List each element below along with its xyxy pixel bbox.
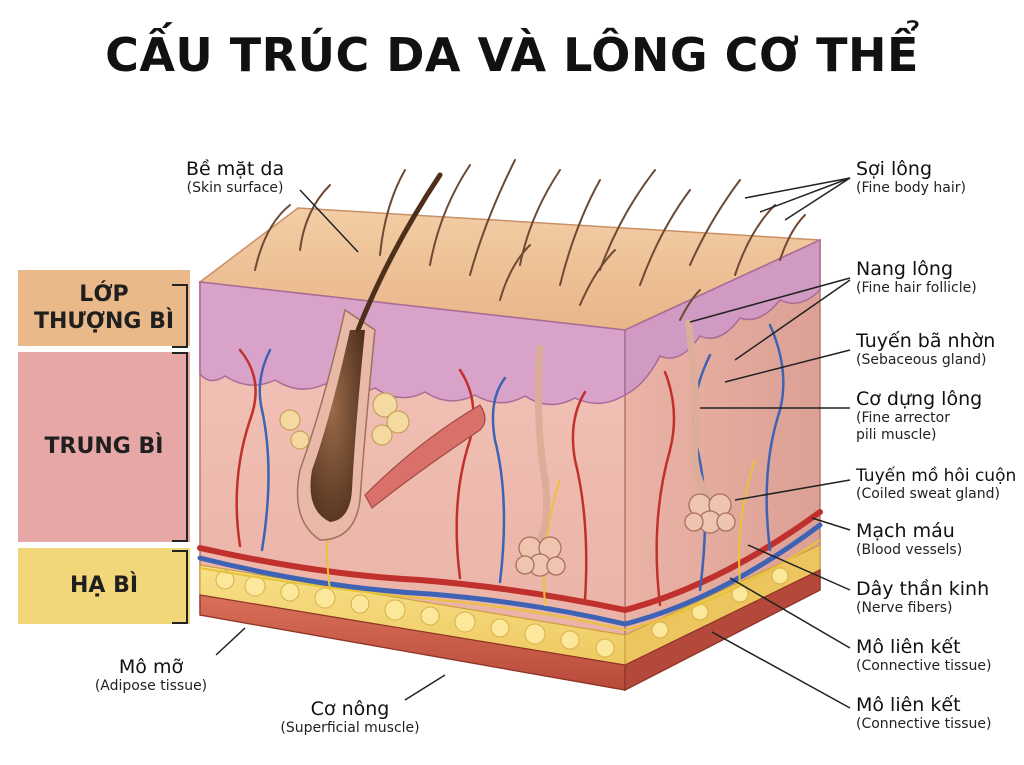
arrector-pili-muscle — [364, 404, 486, 509]
long-hair-strand — [355, 172, 443, 333]
label-adipose-en: (Adipose tissue) — [94, 678, 208, 694]
label-superficial-muscle: Cơ nông (Superficial muscle) — [270, 698, 430, 737]
label-connective-tissue-2: Mô liên kết (Connective tissue) — [856, 694, 992, 733]
label-vessels-vi: Mạch máu — [856, 520, 955, 542]
label-adipose-vi: Mô mỡ — [118, 656, 184, 678]
fine-hair-follicle-1 — [534, 344, 551, 542]
epidermis-band-side — [624, 238, 821, 397]
label-skin-surface-en: (Skin surface) — [186, 180, 284, 196]
label-vessels-en: (Blood vessels) — [856, 542, 963, 558]
hypodermis-layer-label: HẠ BÌ — [69, 573, 139, 599]
label-sebaceous-en: (Sebaceous gland) — [856, 352, 987, 368]
label-hair-follicle: Nang lông (Fine hair follicle) — [856, 258, 977, 297]
label-arrector-pili: Cơ dựng lông (Fine arrector pili muscle) — [856, 388, 982, 444]
fine-hair-follicle-2 — [684, 319, 711, 498]
leader-lines — [215, 177, 851, 709]
epidermis-layer-label: LỚP THƯỢNG BÌ — [33, 281, 175, 335]
label-follicle-vi: Nang lông — [856, 258, 954, 280]
epidermis-band — [199, 281, 626, 406]
page-title: CẤU TRÚC DA VÀ LÔNG CƠ THỂ — [105, 28, 919, 82]
label-hair-en: (Fine body hair) — [856, 180, 966, 196]
dermis-layer-box: TRUNG BÌ — [18, 352, 190, 542]
epidermis-bracket — [172, 284, 188, 348]
dermis-layer-label: TRUNG BÌ — [44, 434, 164, 460]
dermis-bracket — [172, 352, 188, 542]
label-skin-surface: Bề mặt da (Skin surface) — [186, 158, 284, 197]
label-connective1-vi: Mô liên kết — [856, 636, 961, 658]
blood-vessels — [197, 323, 823, 627]
label-blood-vessels: Mạch máu (Blood vessels) — [856, 520, 962, 559]
coiled-sweat-gland-2 — [684, 493, 736, 534]
coiled-sweat-gland-1 — [515, 536, 566, 577]
label-nerve-fibers: Dây thần kinh (Nerve fibers) — [856, 578, 989, 617]
label-sebaceous-vi: Tuyến bã nhờn — [856, 330, 996, 352]
label-sweat-vi: Tuyến mồ hôi cuộn — [856, 466, 1017, 486]
fine-body-hairs — [254, 159, 806, 321]
label-sweat-gland: Tuyến mồ hôi cuộn (Coiled sweat gland) — [856, 466, 1016, 503]
label-adipose: Mô mỡ (Adipose tissue) — [86, 656, 216, 695]
label-connective2-vi: Mô liên kết — [856, 694, 961, 716]
label-muscle-en: (Superficial muscle) — [280, 720, 420, 736]
label-connective2-en: (Connective tissue) — [856, 716, 992, 732]
fat-globules — [215, 567, 789, 658]
label-hair-vi: Sợi lông — [856, 158, 933, 180]
hypodermis-bracket — [172, 550, 188, 624]
large-hair-shaft — [310, 330, 365, 522]
label-sebaceous-gland: Tuyến bã nhờn (Sebaceous gland) — [856, 330, 995, 369]
label-skin-surface-vi: Bề mặt da — [186, 158, 285, 180]
label-nerve-en: (Nerve fibers) — [856, 600, 953, 616]
label-muscle-vi: Cơ nông — [310, 698, 390, 720]
label-connective1-en: (Connective tissue) — [856, 658, 992, 674]
sebaceous-gland — [279, 392, 410, 450]
superficial-muscle-side — [624, 569, 821, 691]
hypodermis-layer-box: HẠ BÌ — [18, 548, 190, 624]
label-arrector-vi: Cơ dựng lông — [856, 388, 983, 410]
label-connective-tissue-1: Mô liên kết (Connective tissue) — [856, 636, 992, 675]
label-fine-body-hair: Sợi lông (Fine body hair) — [856, 158, 966, 197]
epidermis-layer-box: LỚP THƯỢNG BÌ — [18, 270, 190, 346]
label-arrector-en2: pili muscle) — [856, 426, 937, 443]
label-arrector-en: (Fine arrector — [856, 410, 950, 426]
label-sweat-en: (Coiled sweat gland) — [856, 486, 1000, 502]
label-follicle-en: (Fine hair follicle) — [856, 280, 977, 296]
label-nerve-vi: Dây thần kinh — [856, 578, 990, 600]
